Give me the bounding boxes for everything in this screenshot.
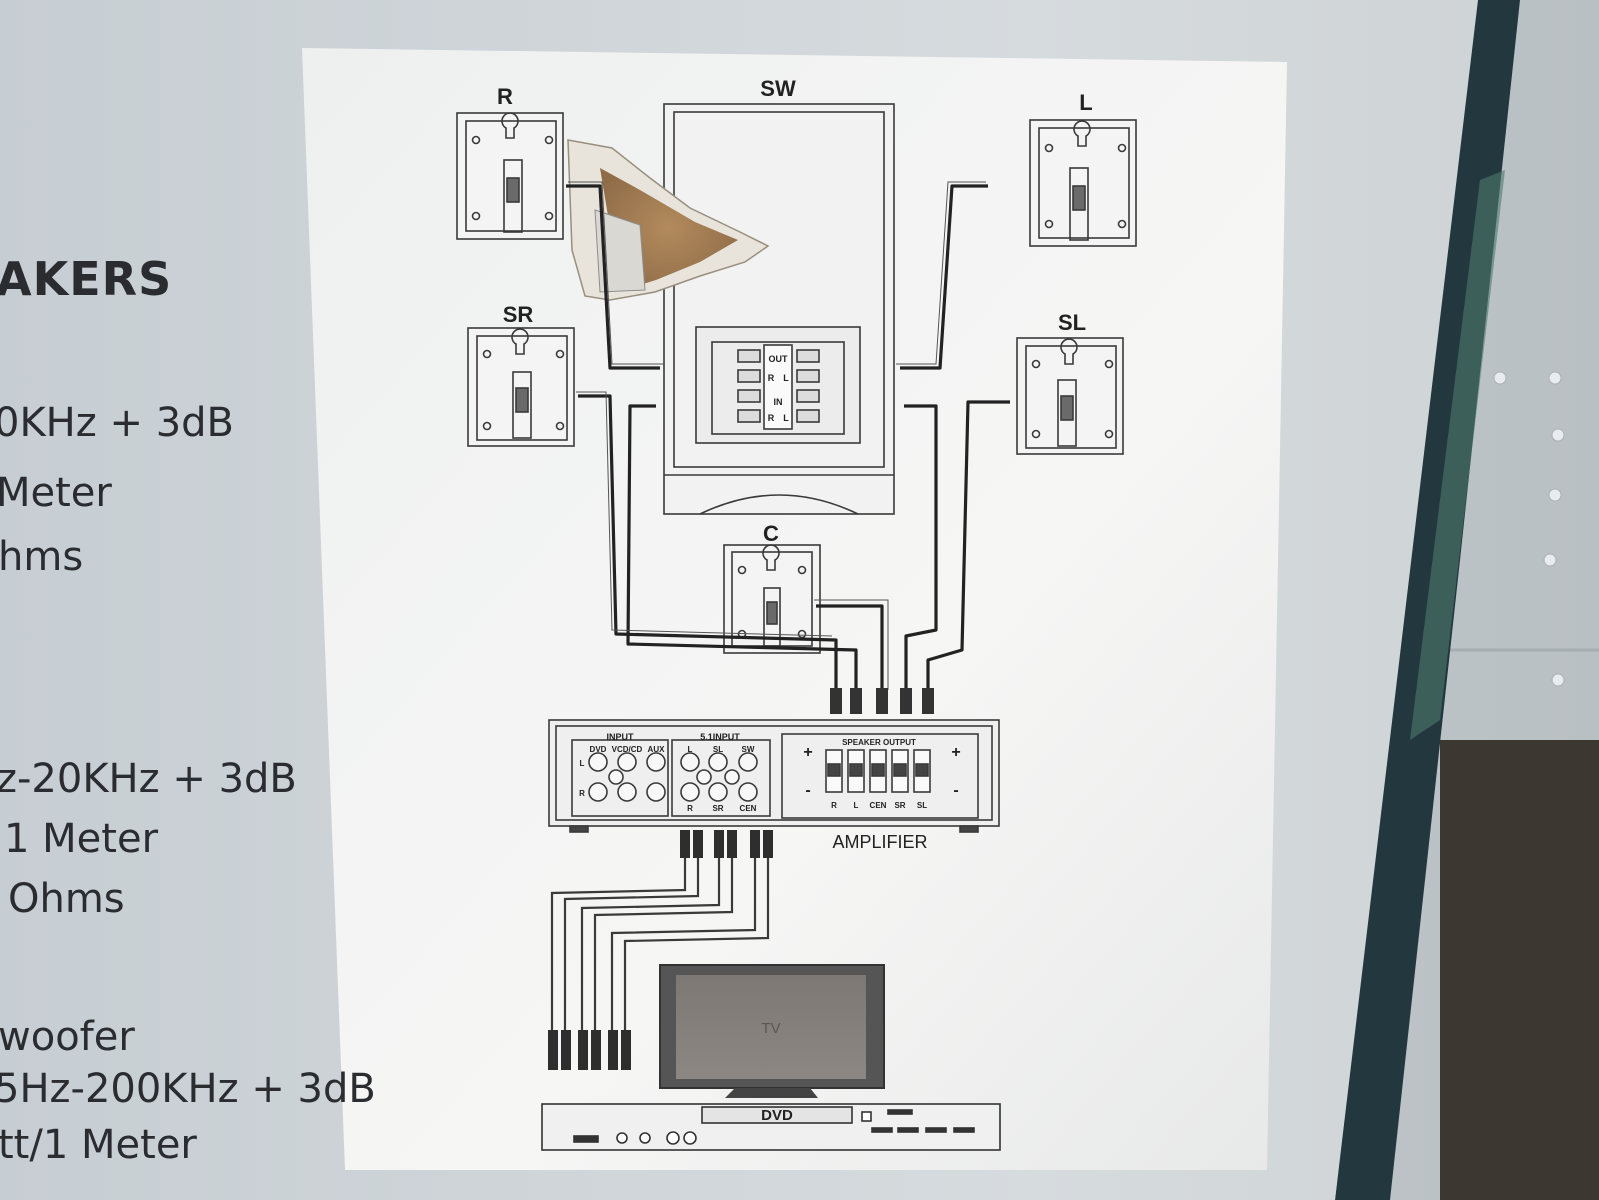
subwoofer xyxy=(663,103,895,515)
sub-panel-out: OUT xyxy=(769,354,789,364)
amp-minus-right: - xyxy=(953,782,958,799)
speaker-r xyxy=(456,112,564,240)
amp-surround-bottom-sr: SR xyxy=(712,804,723,813)
amplifier-label: AMPLIFIER xyxy=(832,832,927,852)
torn-damage xyxy=(567,139,770,301)
label-speaker-r: R xyxy=(497,84,513,109)
amp-output-r: R xyxy=(831,801,837,810)
amp-plus-right: + xyxy=(951,744,960,761)
amp-output-l: L xyxy=(854,801,859,810)
amp-surround-bottom-cen: CEN xyxy=(740,804,757,813)
sub-panel-l-in: L xyxy=(783,413,789,423)
spec-satellite-power: 1 Meter xyxy=(4,816,159,862)
label-speaker-c: C xyxy=(763,521,779,546)
spec-front-impedance: hms xyxy=(0,534,84,580)
speaker-plugs xyxy=(830,688,934,714)
dvd-player xyxy=(541,1103,1001,1151)
amp-minus-left: - xyxy=(805,782,810,799)
box-side-print xyxy=(1410,170,1505,740)
spec-front-frequency: 0KHz + 3dB xyxy=(0,400,234,446)
amp-input-col-vcdcd: VCD/CD xyxy=(612,745,643,754)
amp-output-cen: CEN xyxy=(870,801,887,810)
spec-sub-title: woofer xyxy=(0,1014,135,1060)
label-speaker-l: L xyxy=(1079,90,1092,115)
amp-input-row-l: L xyxy=(580,759,585,768)
floor xyxy=(1440,740,1599,1200)
amp-input-col-aux: AUX xyxy=(648,745,666,754)
spec-sub-power: tt/1 Meter xyxy=(0,1122,197,1168)
spec-sub-frequency: 5Hz-200KHz + 3dB xyxy=(0,1066,376,1112)
signal-traces xyxy=(568,181,986,690)
amp-input-col-dvd: DVD xyxy=(590,745,607,754)
tv xyxy=(659,964,885,1098)
spec-satellite-frequency: z-20KHz + 3dB xyxy=(0,756,297,802)
dvd-label: DVD xyxy=(761,1107,793,1124)
amp-surround-top-l: L xyxy=(688,745,693,754)
rca-wires xyxy=(550,858,770,1030)
amp-input-group-label: INPUT xyxy=(607,732,635,742)
amp-surround-top-sl: SL xyxy=(713,745,723,754)
speaker-sl xyxy=(1016,337,1124,455)
amp-plus-left: + xyxy=(803,744,812,761)
amp-output-group-label: SPEAKER OUTPUT xyxy=(842,738,916,747)
wall-rivets xyxy=(1493,371,1565,687)
label-speaker-sl: SL xyxy=(1058,310,1086,335)
tv-label: TV xyxy=(761,1020,780,1037)
label-speaker-sr: SR xyxy=(503,302,534,327)
sub-panel-r-in: R xyxy=(768,413,775,423)
amp-output-sl: SL xyxy=(917,801,927,810)
sub-panel-in: IN xyxy=(774,397,783,407)
sub-panel-l-out: L xyxy=(783,373,789,383)
amp-surround-top-sw: SW xyxy=(742,745,755,754)
spec-satellite-impedance: Ohms xyxy=(8,876,125,922)
amp-surround-group-label: 5.1INPUT xyxy=(700,732,740,742)
amplifier xyxy=(548,719,1000,833)
label-subwoofer: SW xyxy=(760,76,796,101)
amp-input-row-r: R xyxy=(579,789,585,798)
box-heading-fragment: AKERS xyxy=(0,252,173,306)
rca-cables xyxy=(548,830,773,1070)
speaker-sr xyxy=(467,327,575,447)
spec-front-power: Meter xyxy=(0,470,112,516)
speaker-wires xyxy=(566,184,1010,690)
speaker-l xyxy=(1029,119,1137,247)
sub-panel-r-out: R xyxy=(768,373,775,383)
amp-output-sr: SR xyxy=(894,801,905,810)
amp-surround-bottom-r: R xyxy=(687,804,693,813)
